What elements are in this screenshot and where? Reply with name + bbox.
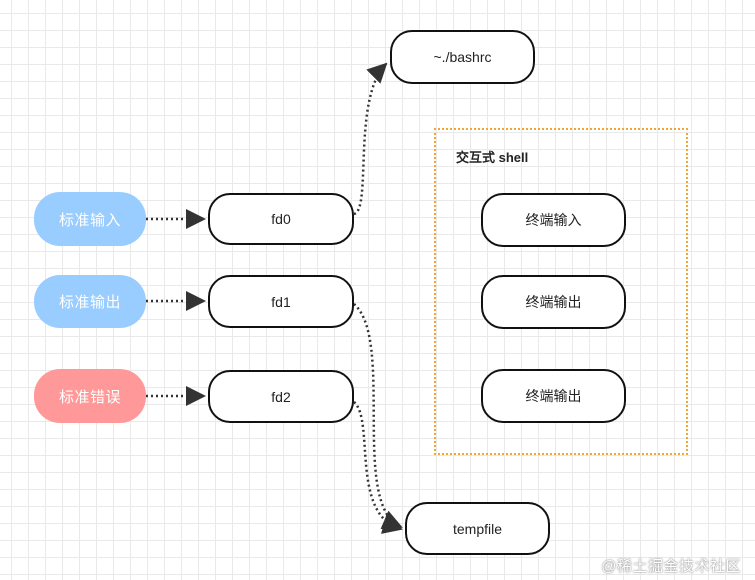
fd2-label: fd2 — [271, 388, 291, 405]
stdin-label: 标准输入 — [58, 211, 121, 229]
stdout-node: 标准输出 — [34, 275, 146, 328]
terminal-output-node-2: 终端输出 — [481, 369, 626, 423]
interactive-shell-frame — [434, 128, 688, 455]
arrow-fd1-tempfile — [353, 303, 403, 529]
stderr-label: 标准错误 — [58, 388, 121, 406]
fd0-node: fd0 — [208, 193, 354, 245]
stdin-node: 标准输入 — [34, 192, 146, 246]
tempfile-node: tempfile — [405, 502, 550, 555]
stdout-label: 标准输出 — [58, 294, 121, 311]
stderr-node: 标准错误 — [34, 369, 146, 423]
fd2-node: fd2 — [208, 370, 354, 423]
bashrc-node: ~./bashrc — [390, 30, 535, 84]
fd1-node: fd1 — [208, 275, 354, 328]
bashrc-label: ~./bashrc — [433, 49, 492, 65]
tempfile-label: tempfile — [452, 520, 503, 537]
arrow-fd0-bashrc — [353, 62, 388, 216]
interactive-shell-title: 交互式 shell — [456, 150, 529, 165]
terminal-output-label-1: 终端输出 — [525, 294, 582, 310]
terminal-input-label: 终端输入 — [525, 212, 582, 228]
fd0-label: fd0 — [271, 211, 291, 227]
arrow-fd2-tempfile — [353, 401, 403, 534]
watermark: @稀土掘金技术社区 — [601, 558, 741, 575]
terminal-input-node: 终端输入 — [481, 193, 626, 247]
fd1-label: fd1 — [271, 293, 291, 310]
terminal-output-label-2: 终端输出 — [525, 388, 582, 404]
terminal-output-node-1: 终端输出 — [481, 275, 626, 329]
